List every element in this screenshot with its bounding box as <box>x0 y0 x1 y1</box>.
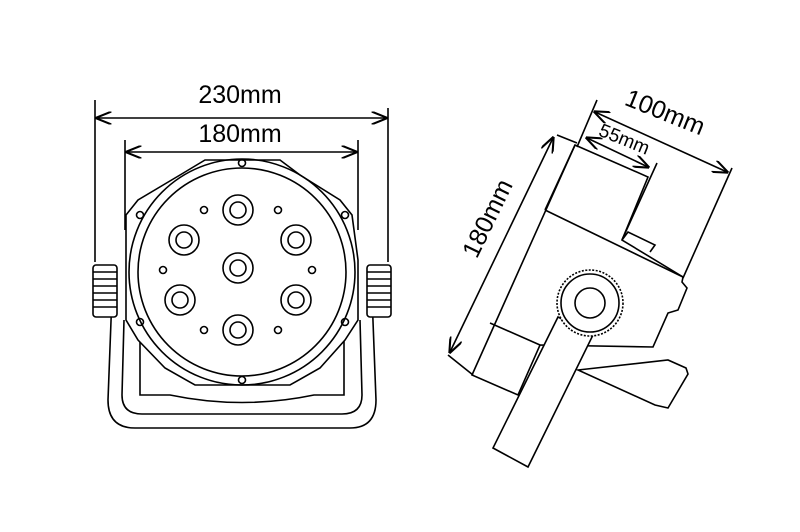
dimension-180mm: 180mm <box>124 120 359 230</box>
screw-array <box>135 158 350 385</box>
side-knob <box>556 269 624 337</box>
led-emitter <box>229 201 247 219</box>
screw <box>135 317 145 327</box>
led-array <box>164 194 312 346</box>
led-emitter <box>171 291 189 309</box>
screw <box>199 325 209 335</box>
overall-width-label: 230mm <box>198 81 281 109</box>
led-emitter <box>175 231 193 249</box>
left-knob <box>92 264 118 318</box>
led-lens <box>222 314 254 346</box>
height-label: 180mm <box>457 175 519 262</box>
body-width-label: 180mm <box>198 120 281 148</box>
screw <box>340 317 350 327</box>
led-emitter <box>229 259 247 277</box>
front-depth-label: 55mm <box>596 120 653 159</box>
screw <box>135 210 145 220</box>
screw <box>158 265 168 275</box>
led-emitter <box>287 291 305 309</box>
led-lens <box>164 284 196 316</box>
led-lens <box>222 252 254 284</box>
screw <box>340 210 350 220</box>
dimension-230mm: 230mm <box>94 81 389 262</box>
led-lens <box>280 284 312 316</box>
led-emitter <box>287 231 305 249</box>
screw <box>237 158 247 168</box>
led-lens <box>280 224 312 256</box>
side-view: 180mm 100mm 55mm <box>447 84 733 469</box>
screw <box>273 325 283 335</box>
led-lens <box>222 194 254 226</box>
front-view: 230mm 180mm <box>92 81 392 429</box>
led-emitter <box>229 321 247 339</box>
screw <box>237 375 247 385</box>
screw <box>199 205 209 215</box>
mounting-bracket <box>107 294 377 429</box>
led-lens <box>168 224 200 256</box>
bracket-foot <box>575 359 689 409</box>
screw <box>273 205 283 215</box>
screw <box>307 265 317 275</box>
right-knob <box>366 264 392 318</box>
